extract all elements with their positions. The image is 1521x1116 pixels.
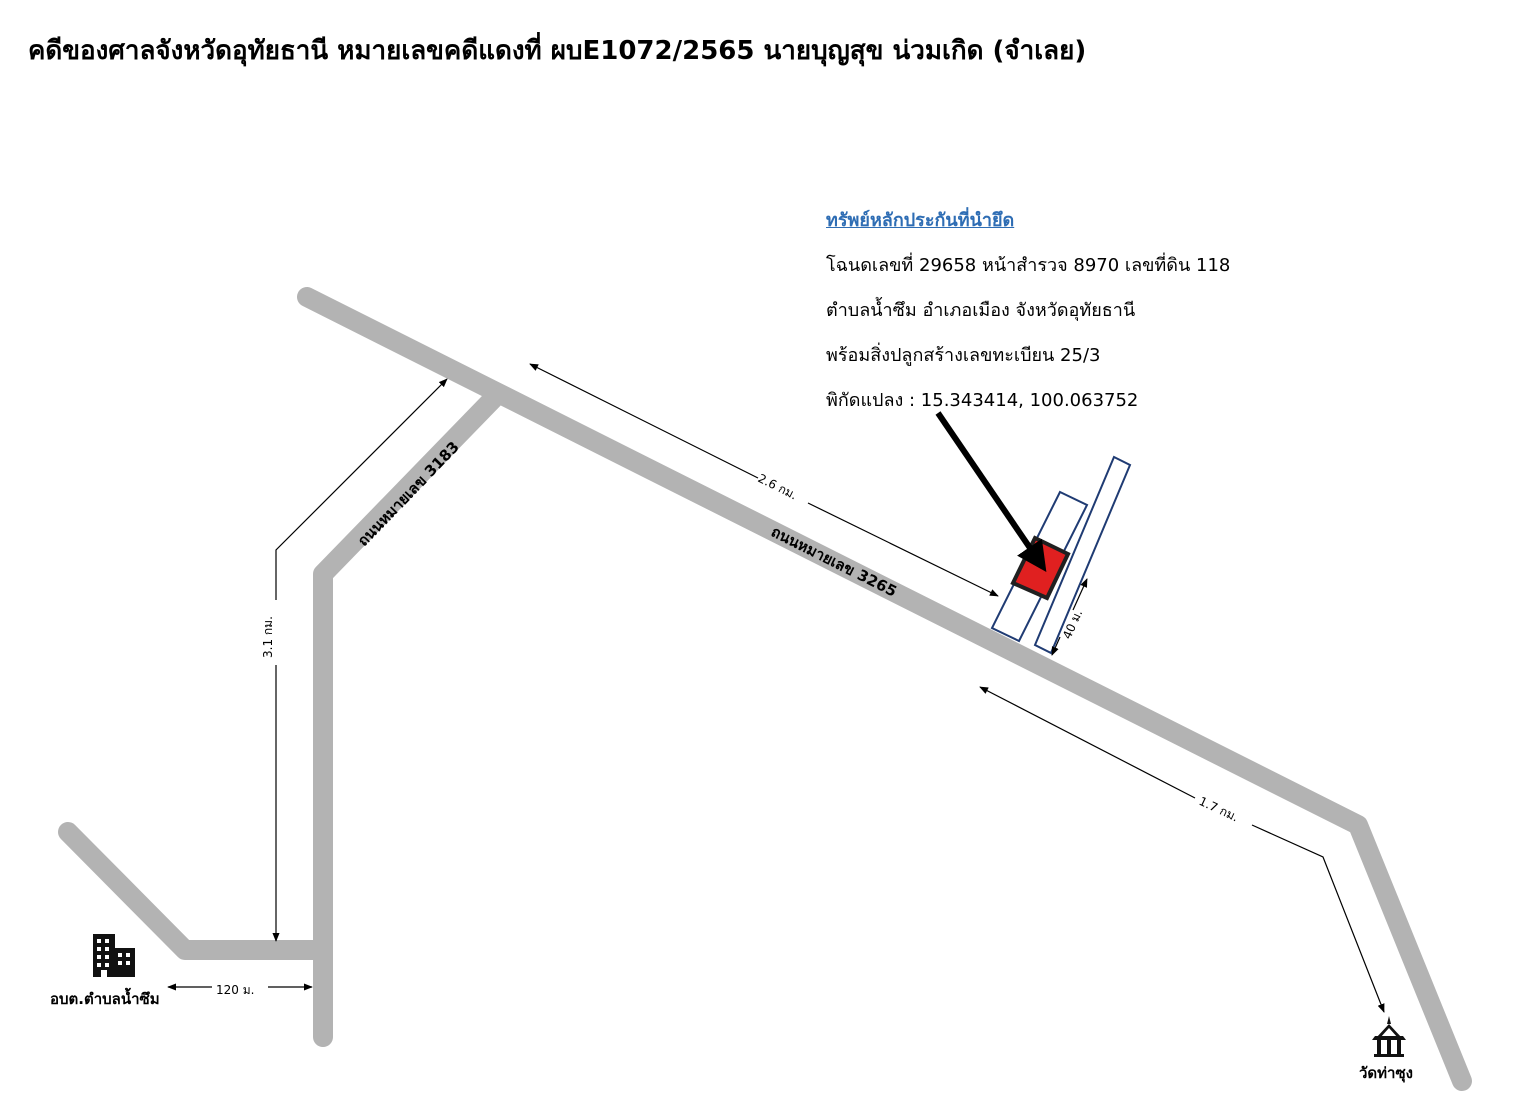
distance-markers: [167, 363, 1385, 1013]
deed-line: โฉนดเลขที่ 29658 หน้าสำรวจ 8970 เลขที่ดิ…: [826, 255, 1231, 276]
sao-office-label: อบต.ตำบลน้ำซึม: [50, 987, 160, 1008]
distance-label-3-1km: 3.1 กม.: [261, 616, 275, 658]
road-3265-label: ถนนหมายเลข 3265: [768, 522, 899, 600]
distance-arrow-2-6km-a: [529, 363, 759, 479]
roads: [58, 287, 1472, 1091]
temple-icon: [1372, 1016, 1406, 1057]
distance-arrow-3-1km-a: [275, 378, 448, 600]
road-to-sao: [58, 822, 333, 960]
property-info-heading[interactable]: ทรัพย์หลักประกันที่นำยึด: [826, 210, 1015, 231]
road-3265: [297, 287, 1472, 1091]
coordinates-line: พิกัดแปลง : 15.343414, 100.063752: [826, 390, 1139, 411]
office-building-icon: [93, 934, 135, 977]
distance-label-120m: 120 ม.: [216, 983, 254, 997]
building-line: พร้อมสิ่งปลูกสร้างเลขทะเบียน 25/3: [826, 345, 1101, 366]
distance-label-1-7km: 1.7 กม.: [1197, 794, 1241, 824]
parcel-strip-right: [1033, 455, 1132, 655]
property-info-box: ทรัพย์หลักประกันที่นำยึด โฉนดเลขที่ 2965…: [826, 198, 1230, 423]
distance-arrow-1-7km-a: [979, 686, 1196, 799]
pointer-arrow: [935, 411, 1047, 572]
road-3183: [313, 388, 504, 1047]
distance-arrow-1-7km-b: [1251, 824, 1385, 1013]
distance-arrow-40m-b: [1051, 636, 1061, 656]
page-title: คดีของศาลจังหวัดอุทัยธานี หมายเลขคดีแดงท…: [28, 36, 1087, 66]
road-3183-label: ถนนหมายเลข 3183: [354, 438, 463, 550]
temple-label: วัดท่าซุง: [1359, 1064, 1413, 1083]
distance-label-2-6km: 2.6 กม.: [756, 471, 800, 502]
location-line: ตำบลน้ำซึม อำเภอเมือง จังหวัดอุทัยธานี: [826, 300, 1136, 321]
distance-arrow-2-6km-b: [807, 502, 999, 597]
distance-arrow-40m-a: [1072, 578, 1088, 611]
